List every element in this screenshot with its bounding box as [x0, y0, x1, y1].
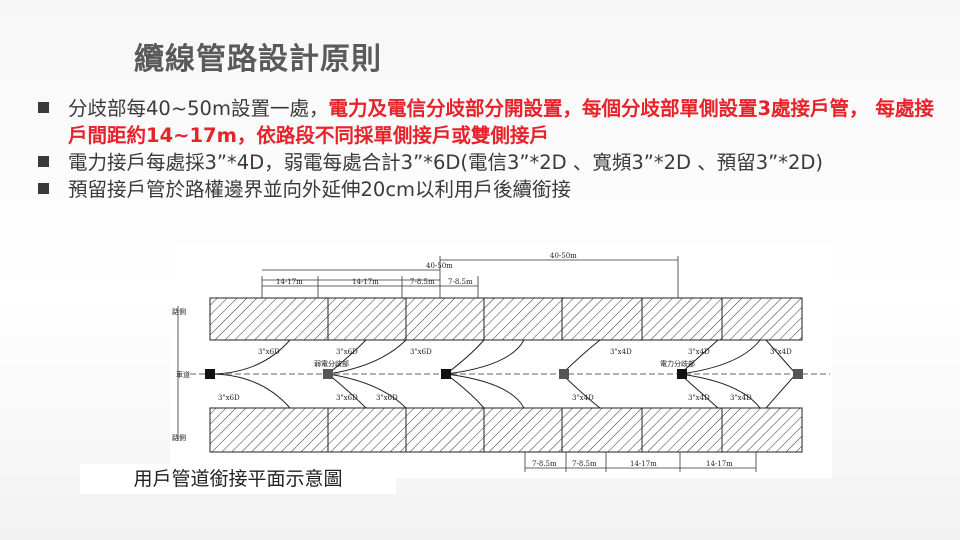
- sidewalk-bottom-4: [483, 407, 563, 453]
- sidewalk-bottom-5: [561, 407, 643, 453]
- page-title: 纜線管路設計原則: [134, 42, 382, 77]
- dim-top-3: 14-17m: [276, 278, 303, 286]
- sidewalk-top-7: [721, 297, 803, 341]
- conduit-plan-diagram: 40-50m 40-50m 14-17m 14-17m 7-8.5m 7-8.5…: [170, 246, 832, 478]
- sidewalk-bottom-1: [209, 407, 329, 453]
- pipe-label-bottom-4: 3"x4D: [572, 394, 594, 402]
- pipe-label-bottom-3: 3"x6D: [376, 394, 398, 402]
- dim-bottom-4: 14-17m: [706, 460, 733, 468]
- pipe-label-bottom-5: 3"x4D: [688, 394, 710, 402]
- pipe-label-top-2: 3"x6D: [336, 348, 358, 356]
- side-label-bottom: 路側: [172, 433, 186, 442]
- branch-label-power: 電力分歧部: [660, 359, 695, 368]
- dim-top-5: 7-8.5m: [410, 278, 435, 286]
- sidewalk-top-6: [641, 297, 723, 341]
- pipe-label-top-1: 3"x6D: [258, 348, 280, 356]
- pipe-label-top-5: 3"x4D: [688, 348, 710, 356]
- bullet-item-2: 電力接戶每處採3”*4D，弱電每處合計3”*6D(電信3”*2D 、寬頻3”*2…: [38, 149, 938, 176]
- branch-box-4: [559, 369, 569, 379]
- sidewalk-bottom-6: [641, 407, 723, 453]
- dim-top-1: 40-50m: [426, 262, 453, 270]
- diagram-svg: 40-50m 40-50m 14-17m 14-17m 7-8.5m 7-8.5…: [172, 252, 830, 472]
- pipe-label-bottom-2: 3"x6D: [336, 394, 358, 402]
- pipe-label-top-3: 3"x6D: [410, 348, 432, 356]
- branch-box-6: [793, 369, 803, 379]
- dim-top-6: 7-8.5m: [448, 278, 473, 286]
- branch-label-weak: 弱電分歧部: [314, 359, 349, 368]
- dim-bottom-2: 7-8.5m: [572, 460, 597, 468]
- branch-box-1: [205, 369, 215, 379]
- sidewalk-top-5: [561, 297, 643, 341]
- bullet-item-1: 分歧部每40~50m設置一處，電力及電信分歧部分開設置，每個分歧部單側設置3處接…: [38, 95, 938, 149]
- pipe-label-top-4: 3"x4D: [610, 348, 632, 356]
- bullet-item-3: 預留接戶管於路權邊界並向外延伸20cm以利用戶後續銜接: [38, 176, 938, 203]
- bullet-text: 電力接戶每處採3”*4D，弱電每處合計3”*6D(電信3”*2D 、寬頻3”*2…: [68, 151, 824, 174]
- dim-bottom-3: 14-17m: [630, 460, 657, 468]
- sidewalk-bottom-7: [721, 407, 803, 453]
- pipe-label-top-6: 3"x4D: [770, 348, 792, 356]
- sidewalk-top-1: [209, 297, 329, 341]
- bullet-highlight-text: 電力及電信分歧部分開設置，每個分歧部單側設置3處接戶管， 每處接戶間距約14~1…: [68, 97, 934, 147]
- dim-bottom-1: 7-8.5m: [532, 460, 557, 468]
- side-label-middle: 車道: [176, 370, 190, 379]
- bullet-list: 分歧部每40~50m設置一處，電力及電信分歧部分開設置，每個分歧部單側設置3處接…: [38, 95, 938, 203]
- dim-top-4: 14-17m: [352, 278, 379, 286]
- pipe-label-bottom-1: 3"x6D: [218, 394, 240, 402]
- bullet-text: 預留接戶管於路權邊界並向外延伸20cm以利用戶後續銜接: [68, 178, 572, 201]
- side-label-top: 路側: [172, 307, 186, 316]
- square-bullet-icon: [38, 156, 49, 167]
- dim-top-2: 40-50m: [550, 252, 577, 260]
- branch-box-3: [441, 369, 451, 379]
- sidewalk-top-3: [405, 297, 485, 341]
- bullet-text: 分歧部每40~50m設置一處，: [68, 97, 329, 120]
- sidewalk-bottom-2: [327, 407, 407, 453]
- branch-box-2: [323, 369, 333, 379]
- pipe-label-bottom-6: 3"x4D: [730, 394, 752, 402]
- square-bullet-icon: [38, 183, 49, 194]
- sidewalk-top-2: [327, 297, 407, 341]
- square-bullet-icon: [38, 102, 49, 113]
- sidewalk-bottom-3: [405, 407, 485, 453]
- diagram-caption: 用戶管道銜接平面示意圖: [80, 464, 396, 494]
- sidewalk-top-4: [483, 297, 563, 341]
- branch-box-5: [677, 369, 687, 379]
